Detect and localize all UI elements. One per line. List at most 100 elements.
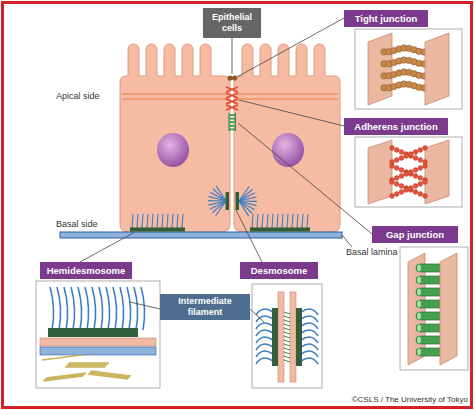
cadherin-bead: [390, 180, 395, 185]
basal-lamina-layer: [40, 347, 156, 355]
membrane-plate: [425, 33, 449, 105]
cadherin-bead: [394, 192, 399, 197]
adherens-mark: [226, 105, 238, 110]
intermediate-filament: [256, 330, 273, 336]
intermediate-filament: [287, 214, 288, 228]
detail-layer: [40, 33, 457, 382]
cadherin-bead: [399, 150, 404, 155]
cadherin-bead: [404, 172, 409, 177]
leader-line: [239, 100, 344, 126]
cadherin-link: [284, 340, 290, 342]
connexon-channel: [417, 289, 421, 296]
intermediate-filament: [208, 201, 226, 205]
intermediate-filament: [256, 351, 273, 357]
cadherin-link: [284, 352, 290, 354]
intermediate-filament: [301, 330, 318, 336]
hemidesmosome-plaque: [250, 228, 310, 232]
intermediate-filament: [301, 351, 318, 357]
membrane-plate: [440, 253, 457, 365]
intermediate-filament: [147, 214, 148, 228]
cadherin-bead: [418, 148, 423, 153]
intermediate-filament: [134, 287, 138, 330]
junction-label: Adherens junction: [344, 118, 448, 135]
intermediate-filament: [262, 214, 263, 228]
inset-frame: [400, 247, 468, 370]
cadherin-bead: [413, 156, 418, 161]
hemidesmosome-plaque: [130, 228, 185, 232]
cadherin-link: [284, 348, 290, 350]
cadherin-bead: [423, 194, 428, 199]
collagen-fiber: [90, 372, 130, 377]
intermediate-filament: [141, 287, 145, 330]
intermediate-filament: [177, 214, 178, 228]
cadherin-bead: [390, 146, 395, 151]
inset-frame: [252, 284, 322, 388]
collagen-fiber: [68, 363, 108, 365]
desmosome-plaque: [296, 308, 302, 366]
intermediate-filament: [78, 287, 82, 330]
gap-junction-mark: [229, 121, 236, 123]
connexon-channel: [417, 313, 421, 320]
node-text: Gap junction: [386, 229, 444, 240]
node-text: Hemidesmosome: [47, 265, 126, 276]
intermediate-filament: [256, 337, 273, 343]
adherens-mark: [226, 99, 238, 104]
leader-line: [80, 232, 135, 262]
cadherin-bead: [394, 182, 399, 187]
node-text: Epithelial cells: [206, 12, 258, 34]
copyright-note: ©CSLS / The University of Tokyo: [296, 394, 468, 405]
cadherin-bead: [399, 156, 404, 161]
leader-line: [342, 235, 352, 247]
side-label: Apical side: [56, 91, 120, 102]
intermediate-filament: [92, 287, 96, 330]
intermediate-filament: [152, 214, 153, 228]
intermediate-filament: [301, 309, 318, 315]
intermediate-filament: [64, 287, 68, 330]
intermediate-filament: [71, 287, 75, 330]
intermediate-filament: [252, 214, 253, 228]
node-text: Intermediate filament: [163, 296, 247, 318]
intermediate-filament: [272, 214, 273, 228]
cell-label: Epithelial cells: [203, 8, 261, 38]
cadherin-bead: [413, 184, 418, 189]
filament-label: Intermediate filament: [160, 294, 250, 320]
cadherin-link: [284, 344, 290, 346]
leader-line: [236, 210, 262, 262]
belt-line: [236, 98, 338, 99]
intermediate-filament: [239, 197, 257, 201]
cadherin-bead: [413, 190, 418, 195]
inset-frame: [355, 137, 462, 207]
adherens-mark: [226, 93, 238, 98]
intermediate-filament: [216, 186, 226, 201]
cadherin-bead: [408, 152, 413, 157]
intermediate-filament: [182, 214, 183, 228]
gap-junction-mark: [229, 128, 236, 130]
intermediate-filament: [301, 344, 318, 350]
intermediate-filament: [301, 316, 318, 322]
basal-lamina-bar: [60, 232, 342, 238]
cell-layer: [120, 44, 340, 232]
intermediate-filament: [292, 214, 293, 228]
side-label: Basal side: [56, 219, 120, 230]
cadherin-bead: [399, 190, 404, 195]
collagen-fiber: [67, 364, 107, 366]
collagen-fiber: [65, 366, 105, 368]
intermediate-filament: [267, 214, 268, 228]
desmosome-plaque: [226, 192, 230, 210]
membrane-plate: [425, 140, 449, 204]
intermediate-filament: [167, 214, 168, 228]
connexon-channel: [417, 301, 421, 308]
cadherin-bead: [418, 192, 423, 197]
intermediate-filament: [301, 323, 318, 329]
cadherin-bead: [423, 146, 428, 151]
desmosome-plaque: [236, 192, 240, 210]
junction-label: Tight junction: [344, 10, 428, 27]
intermediate-filament: [162, 214, 163, 228]
intermediate-filament: [256, 323, 273, 329]
cadherin-link: [284, 328, 290, 330]
tight-junction-dot: [227, 75, 232, 80]
cadherin-link: [284, 320, 290, 322]
